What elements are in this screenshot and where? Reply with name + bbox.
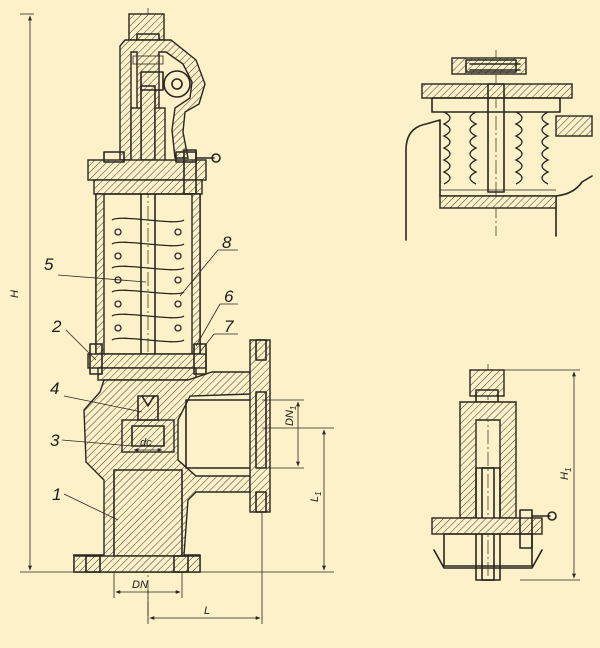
bellows-detail-view xyxy=(405,50,593,241)
part-label-2: 2 xyxy=(51,317,62,336)
main-dimensions xyxy=(20,13,334,624)
part-label-7: 7 xyxy=(224,317,234,336)
lower-flange xyxy=(87,343,207,381)
lever-pin-circle xyxy=(163,70,191,98)
part-callouts: 5 2 4 3 1 8 6 7 xyxy=(44,233,238,521)
valve-body xyxy=(73,371,263,573)
main-section-view xyxy=(73,8,271,620)
dim-L: L xyxy=(204,605,210,617)
dim-DN1: DN1 xyxy=(284,406,298,426)
dimension-labels: H DN1 L1 DN L dc xyxy=(9,290,323,617)
part-label-6: 6 xyxy=(224,287,234,306)
lever-block xyxy=(140,71,164,91)
part-label-3: 3 xyxy=(50,431,60,450)
upper-flange xyxy=(87,151,207,195)
dim-dc: dc xyxy=(140,437,152,449)
cap-detail-view: H1 xyxy=(431,364,580,582)
part-label-4: 4 xyxy=(50,379,59,398)
dim-H1: H1 xyxy=(559,468,573,480)
spring xyxy=(111,217,185,343)
bellows xyxy=(442,111,550,185)
nozzle xyxy=(121,395,175,453)
inlet-flange xyxy=(73,555,201,573)
part-label-8: 8 xyxy=(222,233,232,252)
dim-H: H xyxy=(9,290,21,298)
part-label-1: 1 xyxy=(52,485,61,504)
dim-DN: DN xyxy=(132,579,148,591)
outlet-flange xyxy=(249,339,271,513)
part-label-5: 5 xyxy=(44,255,54,274)
dim-L1: L1 xyxy=(309,491,323,502)
